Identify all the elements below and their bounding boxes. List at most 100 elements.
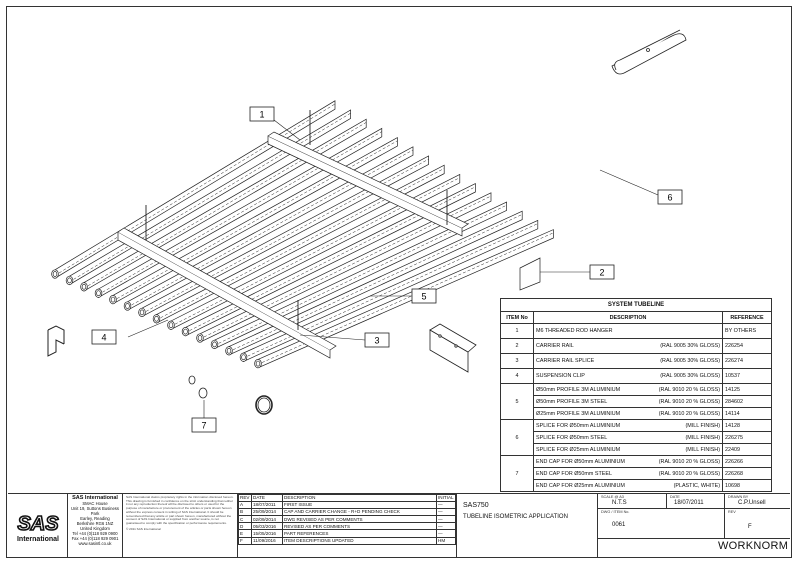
item-reference: 284602 [722,395,772,408]
header-reference: REFERENCE [722,311,772,324]
item-reference: 10537 [722,368,772,384]
item-description: Ø50mm PROFILE 3M ALUMINIUM [536,386,621,393]
callout-1: 1 [259,110,264,120]
address-line: Unit 19, Suttons Business Park [71,506,119,516]
item-finish: (RAL 9010 20 % GLOSS) [658,458,720,465]
carrier-splice-part [429,323,477,373]
item-description: SPLICE FOR Ø25mm ALUMINIUM [536,446,621,453]
item-number: 1 [500,323,534,339]
callout-5: 5 [421,292,426,302]
carrier-rails [117,131,469,359]
callout-box-7 [191,417,217,433]
item-description: Ø50mm PROFILE 3M STEEL [536,398,608,405]
system-table-row: SPLICE FOR Ø50mm STEEL(MILL FINISH)22627… [501,431,772,444]
address-line: www.sasintl.co.uk [78,541,112,546]
item-number: 2 [500,338,534,354]
address-line: United Kingdom [80,526,110,531]
item-description: END CAP FOR Ø50mm STEEL [536,470,612,477]
system-table-row: END CAP FOR Ø25mm ALUMINIUM(PLASTIC, WHI… [501,479,772,492]
item-finish: (RAL 9005 30% GLOSS) [660,358,720,364]
legal-notice: SAS International claims proprietary rig… [123,494,238,557]
callout-4: 4 [101,333,106,343]
item-finish: (MILL FINISH) [685,434,720,441]
project-info: SAS750 TUBELINE ISOMETRIC APPLICATION [456,494,598,557]
item-number: 3 [500,353,534,369]
svg-text:International: International [16,536,58,543]
tube-splice-end [519,257,541,291]
item-number: 4 [500,368,534,384]
item-finish: (RAL 9010 20 % GLOSS) [658,470,720,477]
item-finish: (RAL 9010 20 % GLOSS) [658,410,720,417]
item-reference: 226254 [722,338,772,354]
item-number: 7 [500,455,534,492]
rev-value: F [748,524,752,530]
item-finish: (RAL 9010 20 % GLOSS) [658,386,720,393]
item-finish: (RAL 9005 30% GLOSS) [660,373,720,379]
item-number: 6 [500,419,534,456]
svg-text:SAS: SAS [17,513,59,535]
item-reference: 14114 [722,407,772,420]
title-block: SAS International SAS International SMAC… [8,493,790,557]
date-value: 18/07/2011 [674,500,704,506]
item-description: CARRIER RAIL SPLICE [536,358,595,364]
header-description: DESCRIPTION [533,311,723,324]
callout-7: 7 [201,421,206,431]
callout-2: 2 [599,268,604,278]
callout-box-5 [411,288,437,304]
item-reference: 22409 [722,443,772,456]
tube-profiles [51,100,554,369]
callout-box-3 [364,332,390,348]
item-number: 5 [500,383,534,420]
callout-box-1 [249,106,275,122]
system-table-row: SPLICE FOR Ø25mm ALUMINIUM (MILL FINISH)2… [501,443,772,456]
callout-3: 3 [374,336,379,346]
item-finish [716,326,720,336]
leader-lines [127,119,659,418]
project-code: SAS750 [463,502,489,509]
worknorm-label: WORKNORM [718,540,789,552]
item-reference: 14125 [722,383,772,396]
item-finish: (PLASTIC, WHITE) [673,482,720,489]
callout-box-6 [657,189,683,205]
item-finish: (MILL FINISH) [685,446,720,453]
carrier-rail [267,135,463,237]
item-finish: (RAL 9010 20 % GLOSS) [658,398,720,405]
address-line: Tel +44 (0)118 929 0900 [72,531,118,536]
scale-value: N.T.S [612,500,627,506]
callout-6: 6 [667,193,672,203]
system-table-row: END CAP FOR Ø50mm STEEL (RAL 9010 20 % GL… [501,467,772,480]
dwg-number: 0061 [612,522,626,528]
company-name: SAS International [72,495,118,501]
item-description: CARRIER RAIL [536,343,574,349]
address-line: SMAC House [82,501,108,506]
drawing-info: SCALE @ A3 N.T.S DATE 18/07/2011 DRAWN B… [598,494,790,552]
callout-box-4 [91,329,117,345]
item-reference: 226266 [722,455,772,468]
item-reference: 226274 [722,353,772,369]
item-description: END CAP FOR Ø50mm ALUMINIUM [536,458,625,465]
item-finish: (MILL FINISH) [685,422,720,429]
item-reference: 226268 [722,467,772,480]
item-reference: BY OTHERS [722,323,772,339]
address-line: Fax +44 (0)118 929 0901 [71,536,119,541]
splice-detail [611,29,687,75]
item-reference: 14128 [722,419,772,432]
end-caps [188,375,273,415]
item-reference: 226275 [722,431,772,444]
system-table-row: Ø25mm PROFILE 3M ALUMINIUM(RAL 9010 20 %… [501,407,772,420]
company-logo: SAS International [8,494,68,557]
